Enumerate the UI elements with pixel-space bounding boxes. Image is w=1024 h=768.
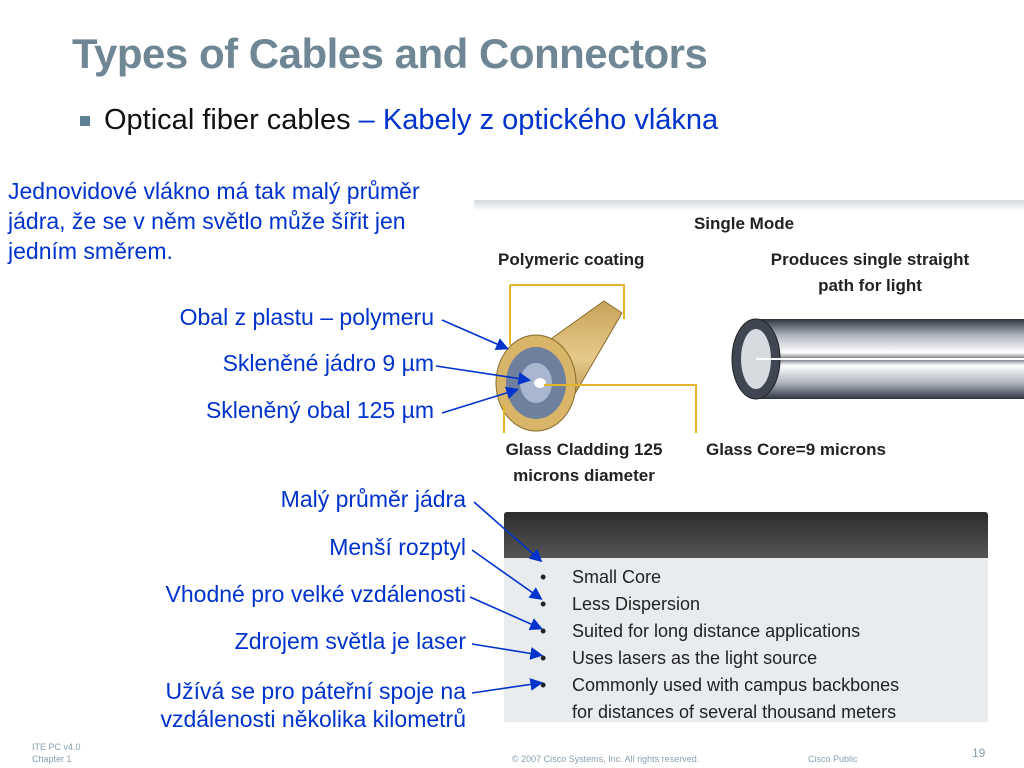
arrow-zdrojem <box>471 643 544 660</box>
arrow-sklo-jadro <box>435 365 532 385</box>
subtitle-black: Optical fiber cables <box>104 104 351 136</box>
arrow-maly-prumer <box>473 501 543 563</box>
intro-text: Jednovidové vlákno má tak malý průměr já… <box>8 178 420 264</box>
polymeric-coating-label: Polymeric coating <box>498 250 645 269</box>
core-bracket <box>544 384 697 433</box>
bullet-icon: • <box>540 621 547 641</box>
features-panel: •Small Core •Less Dispersion •Suited for… <box>504 512 988 722</box>
label-uziva-1: Užívá se pro páteřní spoje na <box>165 678 466 704</box>
bullet-icon: • <box>540 594 547 614</box>
subtitle-blue: – Kabely z optického vlákna <box>350 104 719 136</box>
label-sklo-jadro: Skleněné jádro 9 µm <box>222 350 434 376</box>
arrow-vhodne <box>469 596 543 630</box>
page-number: 19 <box>972 746 986 760</box>
feature-item: •Small Core <box>540 564 980 591</box>
feature-item: •Suited for long distance applications <box>540 618 980 645</box>
feature-item: •Less Dispersion <box>540 591 980 618</box>
arrow-uziva <box>471 678 544 694</box>
cladding-label-1: Glass Cladding 125 <box>505 440 663 459</box>
figure-header-gradient <box>474 201 1024 211</box>
label-mensi-rozptyl: Menší rozptyl <box>329 534 466 560</box>
produces-label-1: Produces single straight <box>770 250 970 269</box>
fiber-illustration <box>495 284 1024 433</box>
single-mode-title: Single Mode <box>693 214 795 233</box>
label-uziva-2: vzdálenosti několika kilometrů <box>160 706 466 732</box>
footer-copyright: © 2007 Cisco Systems, Inc. All rights re… <box>512 754 700 764</box>
label-obal-plast: Obal z plastu – polymeru <box>179 304 434 330</box>
slide-title: Types of Cables and Connectors <box>72 30 708 77</box>
arrow-mensi-rozptyl <box>471 549 543 600</box>
footer-classification: Cisco Public <box>808 754 858 764</box>
produces-label-2: path for light <box>818 276 922 295</box>
core-dot <box>534 378 546 388</box>
bullet-icon: • <box>540 567 547 587</box>
subtitle-bullet: Optical fiber cables – Kabely z optickéh… <box>80 104 719 137</box>
label-zdrojem: Zdrojem světla je laser <box>234 628 466 654</box>
features-list: •Small Core •Less Dispersion •Suited for… <box>540 564 980 726</box>
footer-course: ITE PC v4.0 <box>32 742 81 752</box>
polymeric-bracket <box>509 284 625 345</box>
cladding-label-2: microns diameter <box>513 466 655 485</box>
label-sklo-obal: Skleněný obal 125 µm <box>205 397 434 423</box>
arrow-sklo-obal <box>441 386 520 414</box>
square-bullet-icon <box>80 116 90 126</box>
feature-item-continuation: for distances of several thousand meters <box>572 702 897 722</box>
features-header-bar <box>504 512 988 558</box>
glass-core-label: Glass Core=9 microns <box>706 440 887 459</box>
footer-chapter: Chapter 1 <box>32 754 72 764</box>
label-maly-prumer: Malý průměr jádra <box>280 486 466 512</box>
single-mode-figure: Single Mode Polymeric coating Produces s… <box>474 200 1024 491</box>
label-vhodne: Vhodné pro velké vzdálenosti <box>165 581 466 607</box>
arrow-obal-plast <box>441 319 509 351</box>
